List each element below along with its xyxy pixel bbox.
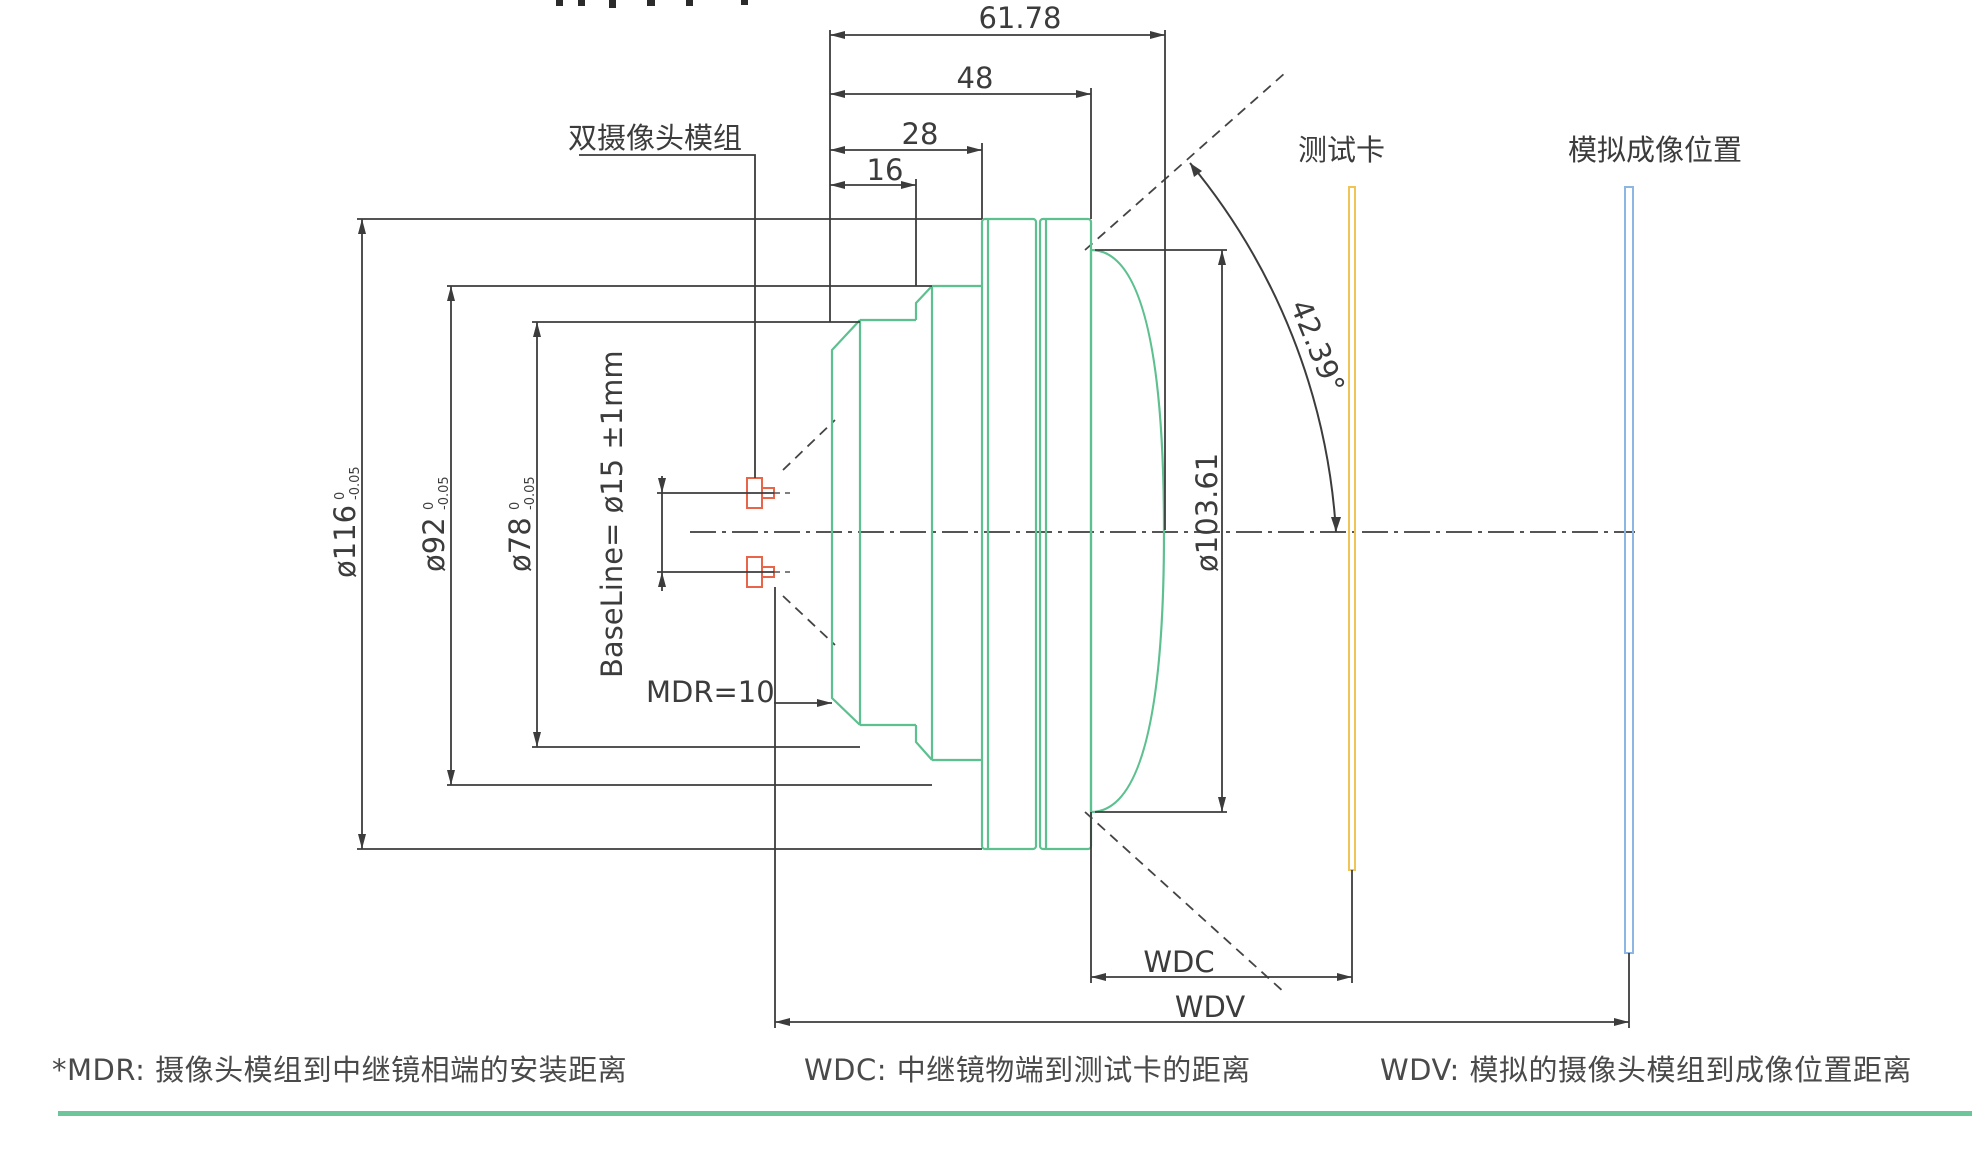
dim-dia-78: ø78 <box>503 517 537 572</box>
dim-28: 28 <box>902 117 939 151</box>
dim-mdr: MDR=10 <box>646 675 775 709</box>
angle-arrowhead-bottom <box>1331 517 1341 532</box>
dim-48: 48 <box>957 61 994 95</box>
label-test-card: 测试卡 <box>1298 133 1385 167</box>
dim-wdc: WDC <box>1143 945 1214 979</box>
footnote-mdr: *MDR: 摄像头模组到中继镜相端的安装距离 <box>52 1053 628 1087</box>
dim-dia-116-tol-lower: -0.05 <box>348 466 363 500</box>
dimension-arrowheads <box>358 31 1629 1026</box>
dim-dia-front: ø103.61 <box>1190 453 1224 572</box>
dim-dia-92: ø92 <box>417 517 451 572</box>
angle-arrowhead-top <box>1190 163 1202 177</box>
dimension-lines <box>357 30 1630 1028</box>
dim-angle: 42.39° <box>1284 295 1352 398</box>
dim-16: 16 <box>867 153 904 187</box>
dim-61-78: 61.78 <box>978 1 1061 35</box>
bottom-accent-rule <box>58 1111 1972 1116</box>
label-camera-module: 双摄像头模组 <box>568 121 742 155</box>
relay-lens-body <box>830 217 1166 851</box>
label-virtual-image: 模拟成像位置 <box>1568 133 1742 167</box>
dim-dia-116-tol-upper: 0 <box>333 492 348 500</box>
virtual-image-plane <box>1624 186 1634 954</box>
dim-dia-92-tol-lower: -0.05 <box>437 476 452 510</box>
test-card-plane <box>1348 186 1356 871</box>
angle-arc <box>1189 162 1337 533</box>
camera-axis-dashes <box>774 492 790 573</box>
dim-wdv: WDV <box>1175 990 1245 1024</box>
dim-dia-92-tol-upper: 0 <box>422 502 437 510</box>
dim-dia-78-tol-lower: -0.05 <box>523 476 538 510</box>
cropped-title-fragment <box>556 0 748 8</box>
dim-dia-116: ø116 <box>328 505 362 578</box>
footnote-wdv: WDV: 模拟的摄像头模组到成像位置距离 <box>1380 1053 1912 1087</box>
dim-dia-78-tol-upper: 0 <box>508 502 523 510</box>
dim-baseline: BaseLine= ø15 ±1mm <box>595 350 629 678</box>
view-cone-lines <box>782 72 1286 994</box>
footnote-wdc: WDC: 中继镜物端到测试卡的距离 <box>804 1053 1251 1087</box>
